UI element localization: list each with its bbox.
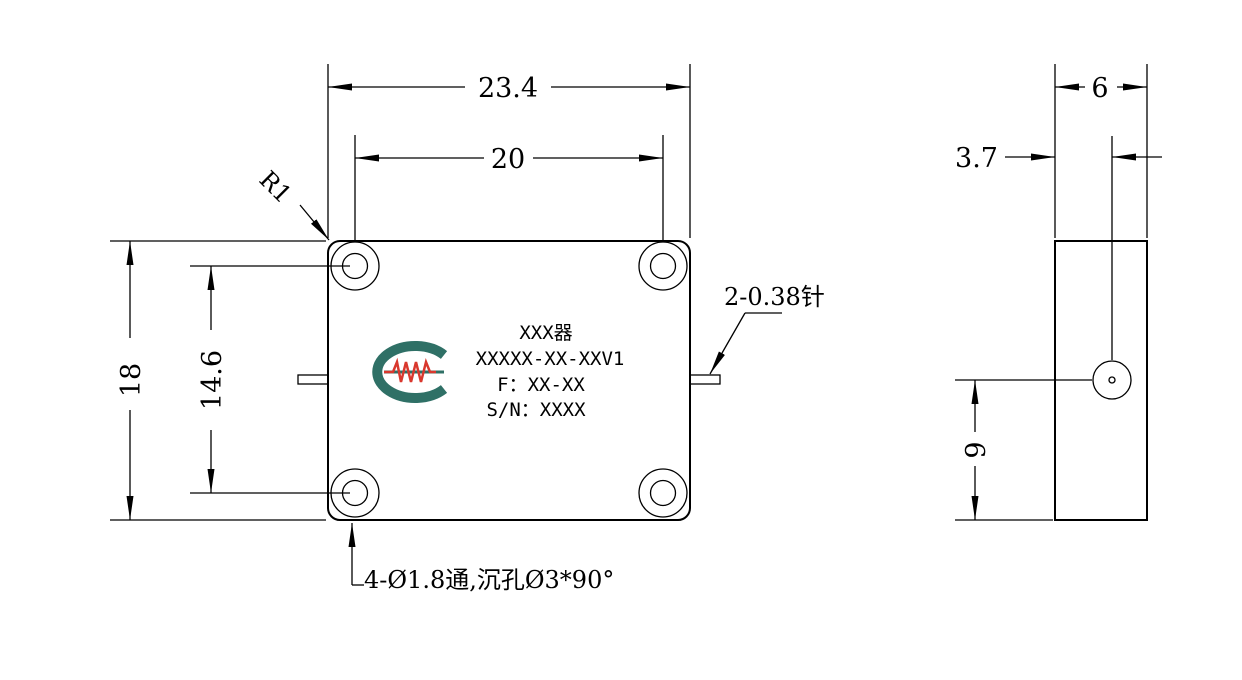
label-freq: F：XX-XX (497, 374, 585, 396)
dim-corner-radius: R1 (254, 165, 297, 208)
company-logo (372, 341, 448, 403)
dim-side-thickness: 6 (1091, 73, 1108, 104)
dim-mount-holes: 4-Ø1.8通,沉孔Ø3*90° (364, 566, 614, 594)
pin-right (689, 374, 721, 385)
label-name: XXX器 (519, 322, 572, 344)
front-view: XXX器 XXXXX-XX-XXV1 F：XX-XX S/N：XXXX 23.4… (110, 64, 825, 594)
side-view: 6 3.7 9 (955, 64, 1162, 521)
label-serial: S/N：XXXX (486, 399, 586, 421)
side-pin-outer (1092, 360, 1132, 400)
mount-hole-bottom-right (638, 468, 688, 518)
side-pin-inner (1108, 376, 1116, 384)
mount-hole-top-right (638, 241, 688, 291)
dim-hole-spacing-y: 14.6 (197, 350, 228, 410)
dim-pins: 2-0.38针 (724, 283, 825, 311)
pin-left (297, 374, 329, 385)
dim-hole-spacing-x: 20 (491, 144, 525, 175)
label-model: XXXXX-XX-XXV1 (476, 348, 625, 370)
dim-overall-height: 18 (116, 363, 147, 397)
dim-pin-height: 9 (961, 441, 992, 458)
dim-overall-width: 23.4 (478, 73, 538, 104)
dim-pin-offset: 3.7 (955, 143, 998, 174)
